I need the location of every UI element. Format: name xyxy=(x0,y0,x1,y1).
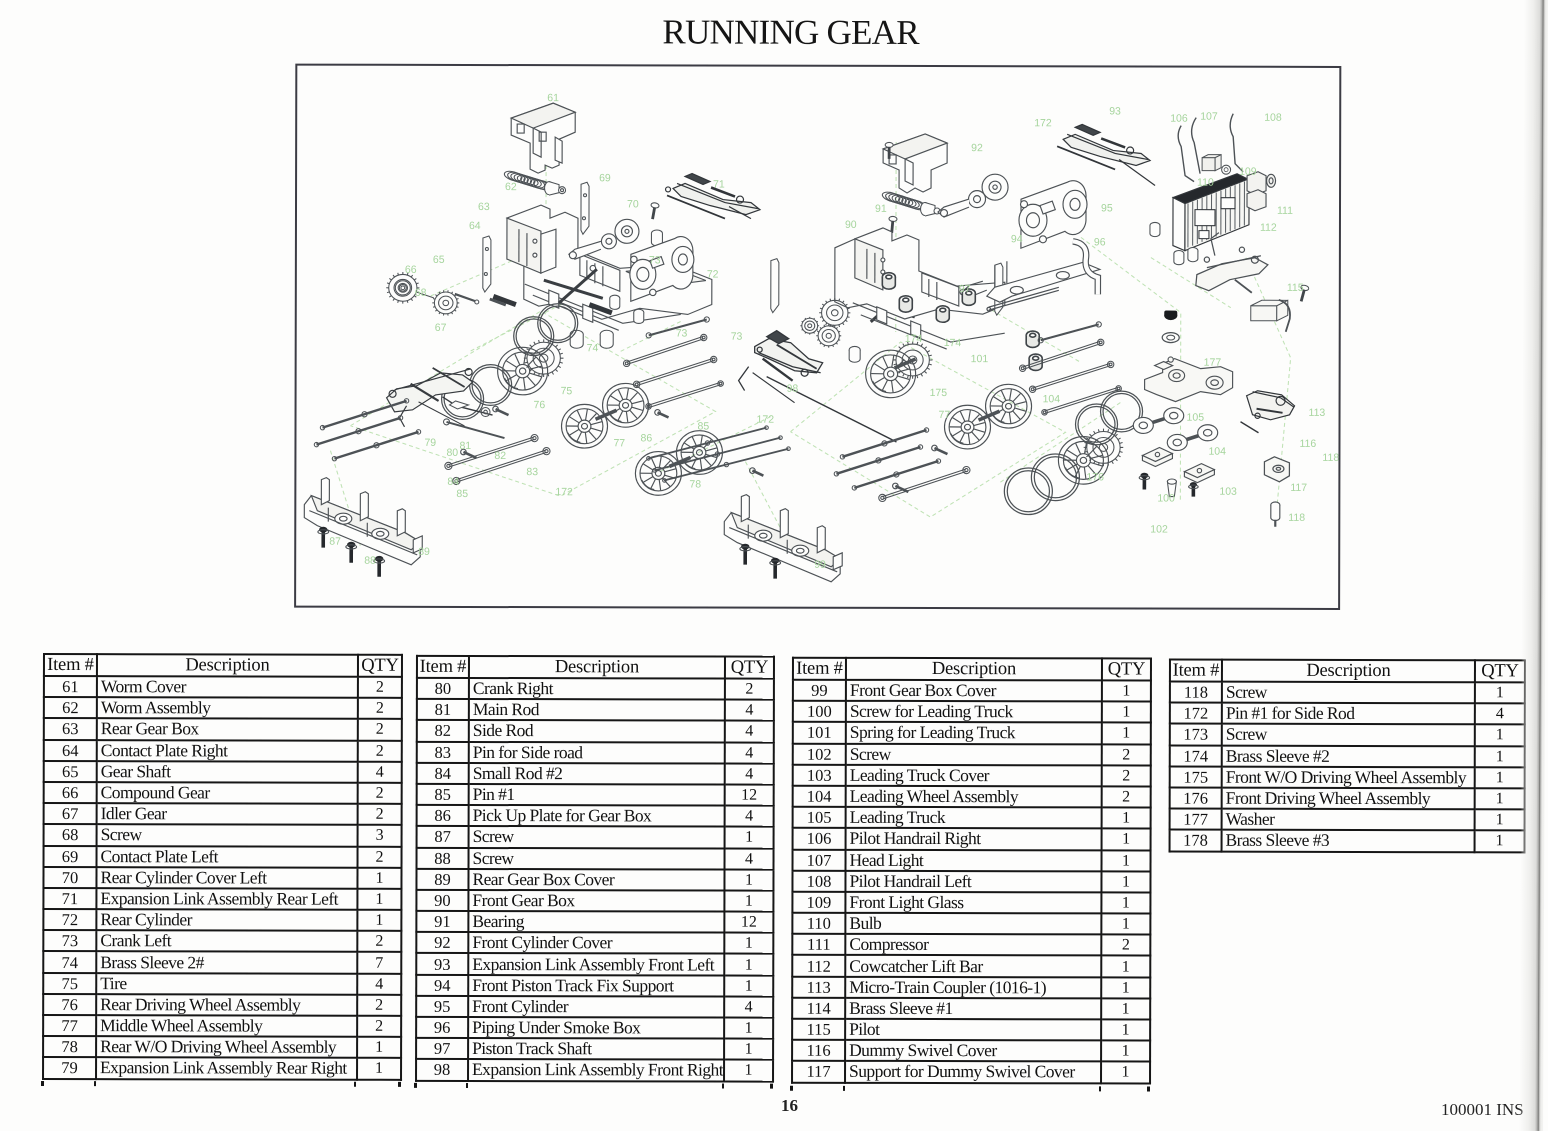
svg-text:80: 80 xyxy=(446,447,458,459)
svg-text:106: 106 xyxy=(1170,113,1188,125)
svg-text:107: 107 xyxy=(1200,111,1218,123)
svg-text:64: 64 xyxy=(469,220,481,232)
svg-text:172: 172 xyxy=(555,486,573,498)
svg-text:175: 175 xyxy=(930,387,948,399)
svg-text:103: 103 xyxy=(1219,486,1237,498)
svg-text:73: 73 xyxy=(676,327,688,339)
svg-text:74: 74 xyxy=(587,342,599,354)
svg-text:77: 77 xyxy=(939,409,951,421)
svg-text:97: 97 xyxy=(959,283,971,295)
svg-text:98: 98 xyxy=(787,383,799,395)
svg-text:95: 95 xyxy=(1101,202,1113,214)
svg-text:93: 93 xyxy=(1109,105,1121,117)
svg-text:101: 101 xyxy=(971,353,989,365)
svg-text:104: 104 xyxy=(1208,446,1226,458)
svg-text:67: 67 xyxy=(435,322,447,334)
svg-text:85: 85 xyxy=(697,420,709,432)
svg-text:86: 86 xyxy=(640,432,652,444)
svg-text:84: 84 xyxy=(447,476,459,488)
svg-text:118: 118 xyxy=(1322,452,1339,464)
svg-text:109: 109 xyxy=(1239,166,1257,178)
svg-text:115: 115 xyxy=(1287,282,1304,294)
svg-text:61: 61 xyxy=(547,92,559,104)
svg-text:79: 79 xyxy=(424,437,436,449)
svg-text:91: 91 xyxy=(875,203,887,215)
svg-text:176: 176 xyxy=(1086,471,1104,483)
svg-text:113: 113 xyxy=(1309,407,1326,419)
svg-text:65: 65 xyxy=(433,254,445,266)
svg-text:69: 69 xyxy=(599,172,611,184)
svg-text:70: 70 xyxy=(627,198,639,210)
svg-text:110: 110 xyxy=(1197,177,1214,189)
svg-text:104: 104 xyxy=(1043,393,1061,405)
svg-text:90: 90 xyxy=(845,219,857,231)
svg-text:172: 172 xyxy=(757,414,775,426)
svg-text:87: 87 xyxy=(329,536,341,548)
svg-text:99: 99 xyxy=(814,559,826,571)
svg-text:177: 177 xyxy=(1204,357,1222,369)
svg-text:81: 81 xyxy=(459,440,471,452)
svg-text:89: 89 xyxy=(418,546,430,558)
svg-text:112: 112 xyxy=(1260,222,1277,234)
svg-text:85: 85 xyxy=(456,488,468,500)
svg-text:174: 174 xyxy=(905,333,923,345)
svg-text:63: 63 xyxy=(478,201,490,213)
svg-text:68: 68 xyxy=(415,287,427,299)
svg-text:94: 94 xyxy=(1011,233,1023,245)
svg-text:111: 111 xyxy=(1277,205,1293,217)
svg-text:172: 172 xyxy=(1034,117,1052,129)
svg-text:82: 82 xyxy=(494,450,506,462)
svg-text:92: 92 xyxy=(971,142,983,154)
svg-text:174: 174 xyxy=(944,337,962,349)
svg-text:62: 62 xyxy=(505,181,517,193)
svg-text:78: 78 xyxy=(689,478,701,490)
svg-text:118: 118 xyxy=(1288,512,1305,524)
svg-text:66: 66 xyxy=(405,264,417,276)
svg-text:73: 73 xyxy=(649,254,661,266)
svg-text:77: 77 xyxy=(613,437,625,449)
svg-text:76: 76 xyxy=(534,399,546,411)
svg-text:73: 73 xyxy=(731,331,743,343)
svg-text:117: 117 xyxy=(1290,482,1307,494)
svg-text:116: 116 xyxy=(1299,438,1316,450)
svg-text:105: 105 xyxy=(1187,412,1205,424)
svg-text:102: 102 xyxy=(1150,524,1168,536)
svg-text:83: 83 xyxy=(526,466,538,478)
svg-text:108: 108 xyxy=(1264,112,1282,124)
svg-text:75: 75 xyxy=(561,385,573,397)
svg-text:100: 100 xyxy=(1157,493,1175,505)
svg-text:96: 96 xyxy=(1094,236,1106,248)
svg-text:71: 71 xyxy=(713,179,725,191)
svg-text:72: 72 xyxy=(707,269,719,281)
svg-text:88: 88 xyxy=(364,555,376,567)
